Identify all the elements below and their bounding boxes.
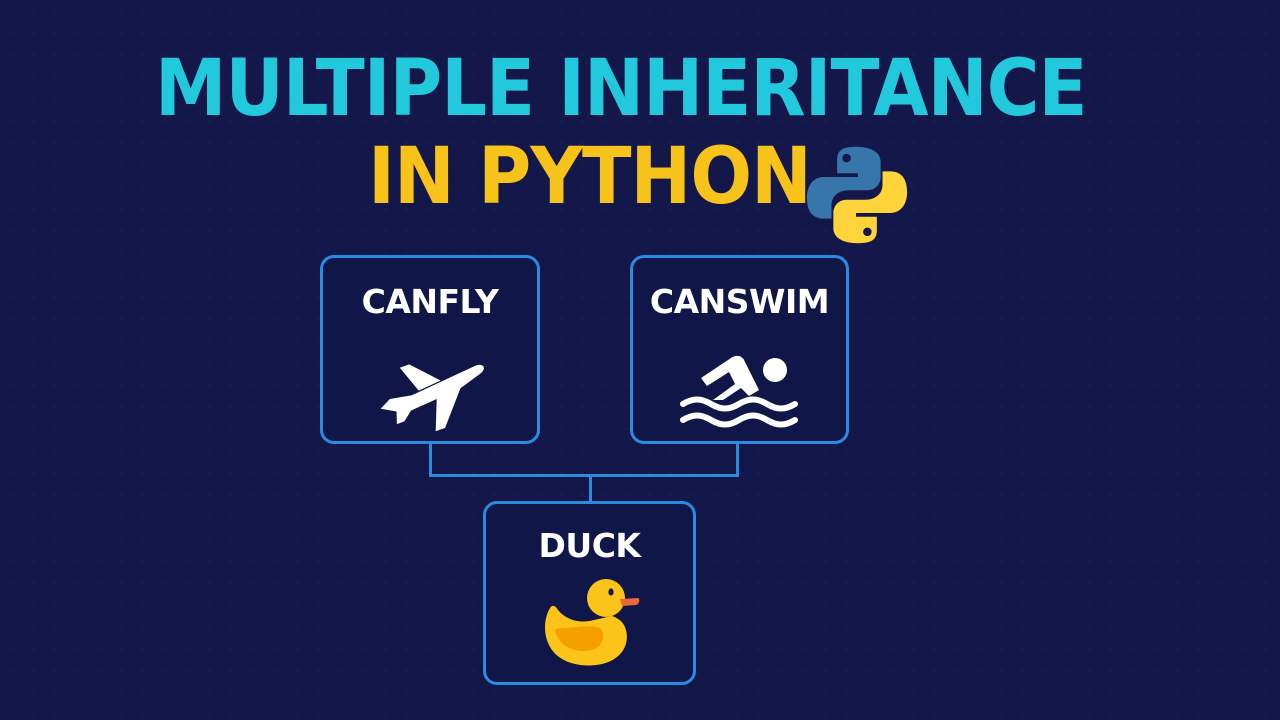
duck-icon [545,579,640,666]
class-box-canfly: CANFLY [320,255,540,444]
class-box-canswim: CANSWIM [630,255,849,444]
python-logo-icon [806,146,908,244]
connector-to-duck [589,474,592,502]
class-label-canswim: CANSWIM [649,282,830,321]
title-multiple-inheritance: MULTIPLE INHERITANCE [155,44,1087,134]
class-label-canfly: CANFLY [361,282,499,321]
airplane-icon [380,364,484,432]
connector-canswim-down [736,443,739,477]
class-label-duck: DUCK [538,526,641,565]
title-in-python: IN PYTHON [368,132,812,222]
swimmer-icon [680,355,798,428]
connector-canfly-down [429,443,432,477]
connector-horizontal [429,474,739,477]
class-box-duck: DUCK [483,501,696,685]
